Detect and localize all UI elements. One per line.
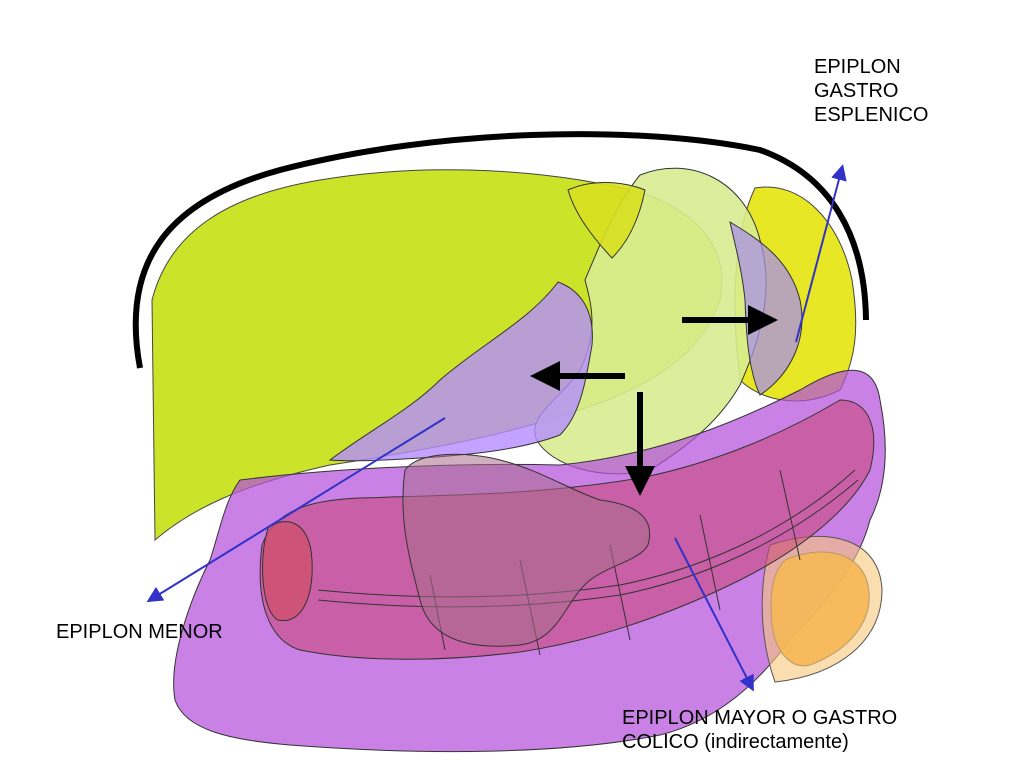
arrow-down-head bbox=[625, 466, 655, 496]
label-epiplon-gastroesplenico: EPIPLON GASTRO ESPLENICO bbox=[814, 55, 928, 127]
label-line: EPIPLON bbox=[814, 56, 901, 78]
lesser-sac-shape bbox=[328, 281, 593, 462]
kidney-rim bbox=[761, 535, 883, 683]
duodenum-loop bbox=[402, 453, 651, 647]
colon-segment-line bbox=[699, 514, 721, 611]
pointer-gastrosplenic bbox=[795, 164, 847, 343]
gastrosplenic-fold bbox=[729, 220, 803, 396]
fundus-tab bbox=[567, 182, 646, 259]
colon-haustra-line bbox=[317, 469, 856, 598]
arrow-right-head bbox=[748, 305, 778, 335]
diaphragm-arc bbox=[132, 131, 869, 369]
label-epiplon-menor: EPIPLON MENOR bbox=[56, 621, 223, 643]
arrow-left-head bbox=[530, 361, 560, 391]
colon-end-left bbox=[262, 521, 313, 622]
label-line: EPIPLON MAYOR O GASTRO bbox=[622, 707, 898, 729]
colon-segment-line bbox=[779, 469, 801, 561]
label-epiplon-mayor: EPIPLON MAYOR O GASTRO COLICO (indirecta… bbox=[622, 706, 897, 754]
label-line: COLICO (indirectamente) bbox=[622, 731, 849, 753]
colon-haustra-line bbox=[317, 479, 859, 608]
pointer-menor bbox=[146, 417, 446, 603]
pointer-mayor bbox=[674, 537, 754, 692]
label-line: GASTRO bbox=[814, 80, 899, 102]
label-line: ESPLENICO bbox=[814, 104, 929, 126]
